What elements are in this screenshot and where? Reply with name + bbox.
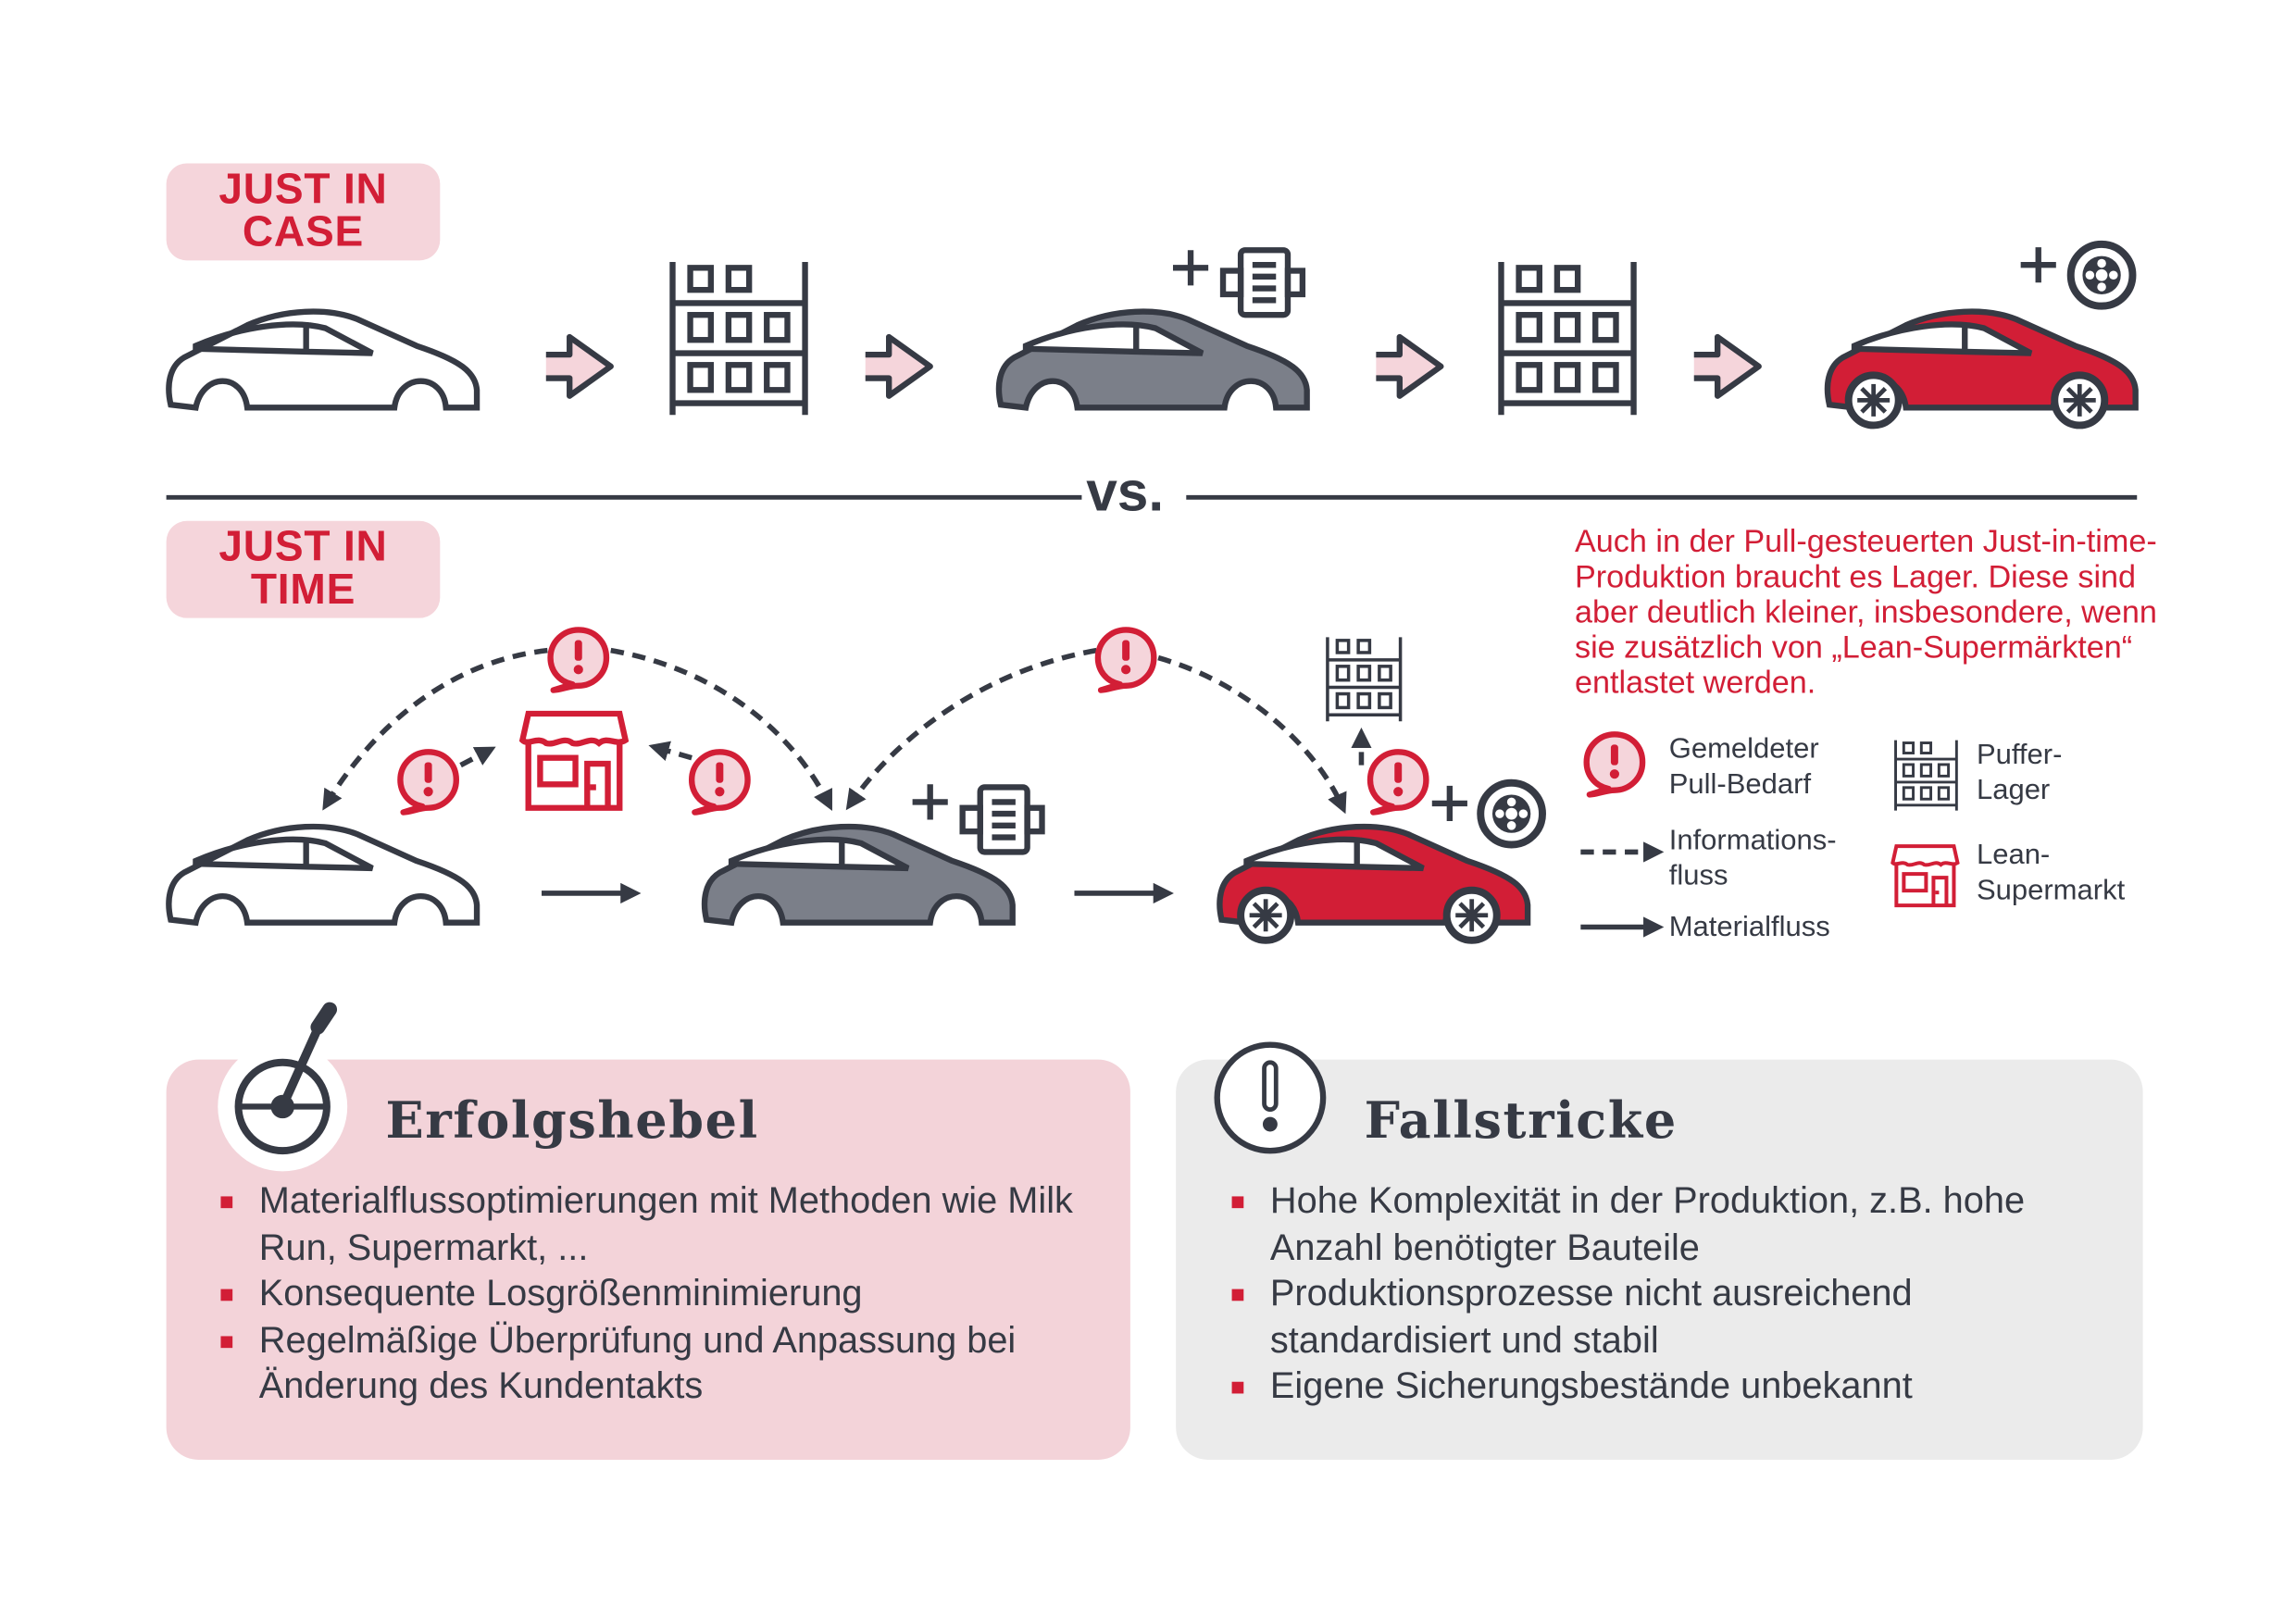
legend-supermarket: Lean-Supermarkt — [1977, 838, 2125, 908]
information-flow-arrows — [322, 647, 1372, 815]
success-item: Materialflussoptimierungen mit Methoden … — [220, 1178, 1104, 1271]
success-title: Erfolgshebel — [385, 1091, 759, 1152]
legend-text: Lager — [1976, 774, 2051, 807]
pitfall-item: Eigene Sicherungsbestände unbekannt — [1231, 1364, 2115, 1411]
legend-text: Supermarkt — [1976, 874, 2126, 907]
legend-text: Puffer- — [1976, 739, 2063, 772]
label-line: CASE — [242, 208, 365, 256]
note-text: Auch in der Pull-gesteuerten Just-in-tim… — [1574, 523, 2157, 701]
just-in-time-label: JUST IN TIME — [166, 520, 441, 618]
legend-material-flow: Materialfluss — [1668, 911, 1830, 943]
legend-text: fluss — [1668, 859, 1728, 892]
pitfalls-title: Fallstricke — [1364, 1091, 1678, 1152]
pitfall-item: Produktionsprozesse nicht ausreichend st… — [1231, 1272, 2115, 1364]
pitfalls-panel — [1176, 1059, 2143, 1460]
legend-text: Lean- — [1976, 839, 2051, 872]
label-line: JUST IN — [218, 166, 388, 214]
legend-text: Informations- — [1668, 824, 1837, 857]
success-item: Regelmäßige Überprüfung und Anpassung be… — [220, 1318, 1104, 1411]
label-line: TIME — [250, 567, 356, 614]
lever-gauge-icon — [218, 1002, 348, 1172]
pitfalls-list: Hohe Komplexität in der Produktion, z.B.… — [1231, 1178, 2115, 1411]
success-list: Materialflussoptimierungen mit Methoden … — [220, 1178, 1104, 1411]
legend-buffer: Puffer-Lager — [1977, 737, 2062, 807]
legend-info-flow: Informations-fluss — [1669, 823, 1837, 893]
legend-text: Gemeldeter — [1668, 732, 1819, 766]
just-in-case-label: JUST IN CASE — [166, 163, 441, 261]
success-item: Konsequente Losgrößenminimierung — [220, 1272, 1104, 1318]
pitfall-item: Hohe Komplexität in der Produktion, z.B.… — [1231, 1178, 2115, 1271]
legend-text: Pull-Bedarf — [1668, 767, 1812, 801]
label-line: JUST IN — [218, 523, 388, 571]
warning-exclamation-icon — [1214, 1041, 1327, 1154]
vs-label: vs. — [1086, 462, 1165, 524]
